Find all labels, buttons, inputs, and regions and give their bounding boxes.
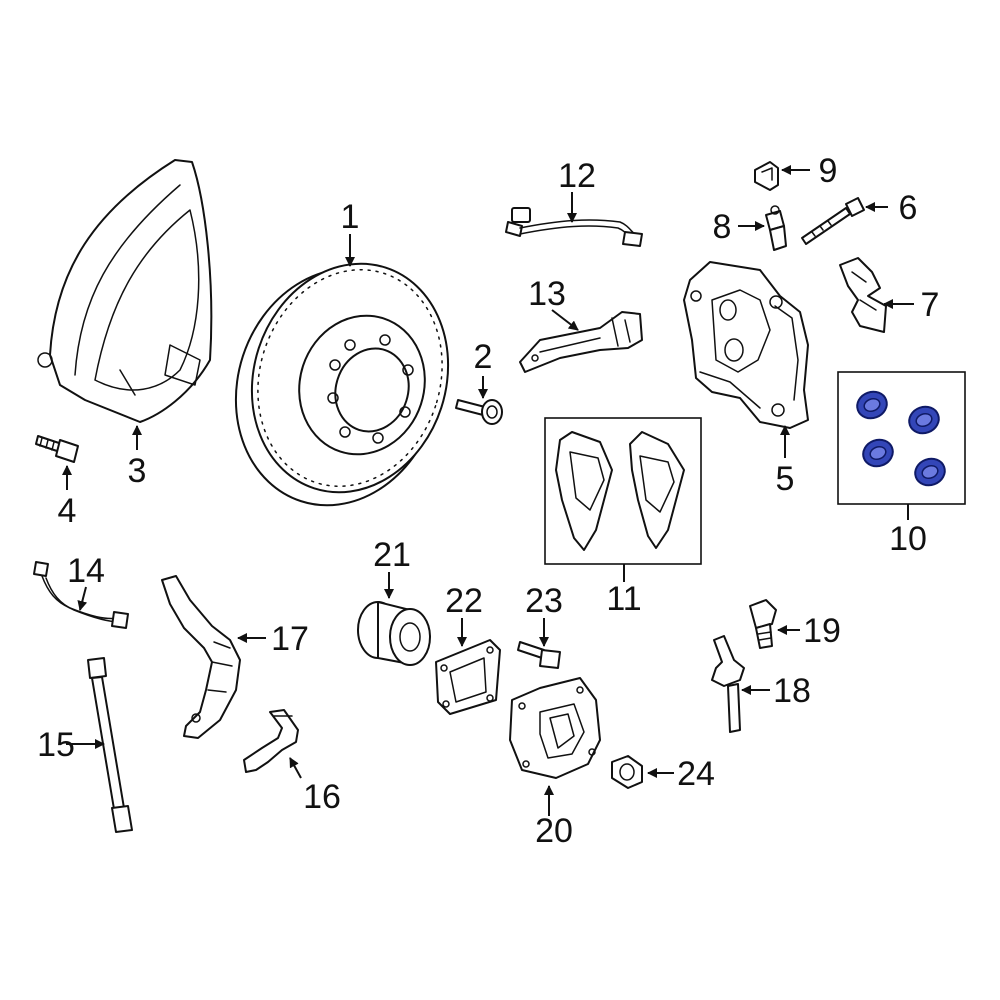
bolt-23	[517, 641, 561, 669]
callout-24: 24	[677, 755, 715, 793]
seal-ring	[862, 438, 894, 468]
bolt-2	[455, 399, 503, 425]
clip-9	[754, 161, 779, 191]
callout-18: 18	[773, 672, 811, 710]
callout-9: 9	[819, 152, 838, 190]
seal-ring	[856, 390, 888, 420]
bracket-17	[161, 575, 241, 739]
callout-16: 16	[303, 778, 341, 816]
pin-6	[801, 197, 865, 245]
seal-ring	[908, 405, 940, 435]
seal-ring	[914, 457, 946, 487]
clip-7	[839, 257, 887, 333]
callout-13: 13	[528, 275, 566, 313]
brake-rotor	[234, 262, 450, 507]
nut-24	[611, 755, 643, 789]
callout-2: 2	[474, 338, 493, 376]
callout-12: 12	[558, 157, 596, 195]
callout-labels: 1 2 3 4 5 6 7 8 9 10 11 12 13 14 15 16 1…	[37, 152, 939, 850]
callout-3: 3	[128, 452, 147, 490]
leader-lines	[62, 165, 914, 816]
seal-kit-box	[837, 371, 966, 505]
wear-sensor-wire-12	[505, 207, 643, 247]
gasket-22	[435, 639, 501, 715]
callout-22: 22	[445, 582, 483, 620]
callout-19: 19	[803, 612, 841, 650]
callout-4: 4	[58, 492, 77, 530]
sensor-cable-14	[33, 561, 129, 629]
sensor-16	[243, 709, 299, 773]
callout-11: 11	[606, 580, 641, 618]
callout-23: 23	[525, 582, 563, 620]
wheel-hub-20	[509, 677, 601, 779]
brake-hose-15	[87, 657, 133, 833]
callout-20: 20	[535, 812, 573, 850]
callout-17: 17	[271, 620, 309, 658]
brake-pads-box	[544, 417, 702, 565]
callout-14: 14	[67, 552, 105, 590]
bleeder-8	[765, 205, 787, 251]
callout-21: 21	[373, 536, 411, 574]
brake-caliper	[683, 261, 809, 429]
callout-6: 6	[899, 189, 918, 227]
bolt-19	[749, 599, 777, 649]
bracket-13	[519, 311, 643, 373]
callout-7: 7	[921, 286, 940, 324]
callout-1: 1	[341, 198, 360, 236]
sensor-18	[711, 635, 745, 733]
callout-8: 8	[713, 208, 732, 246]
wheel-bearing-21	[357, 601, 431, 666]
bolt-4	[35, 435, 79, 463]
dust-shield	[37, 159, 213, 423]
callout-5: 5	[776, 460, 795, 498]
callout-15: 15	[37, 726, 75, 764]
callout-10: 10	[889, 520, 927, 558]
